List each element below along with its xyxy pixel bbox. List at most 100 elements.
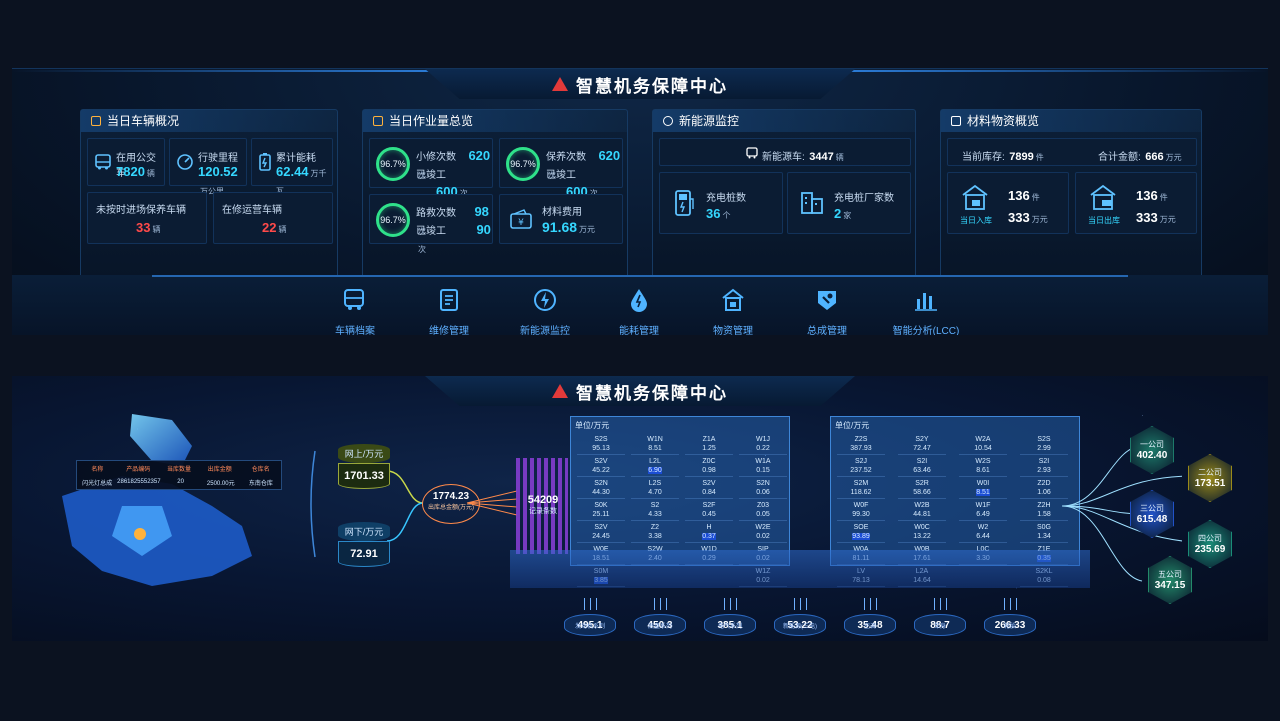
map-location-marker-icon[interactable] (134, 528, 146, 540)
energy-use-unit: 万千瓦 (276, 169, 327, 196)
map-region-north[interactable] (130, 414, 192, 466)
category-code: W1D (701, 546, 717, 553)
header-title-bar-2: 智慧机务保障中心 (425, 376, 855, 406)
online-amount-cylinder[interactable]: 网上/万元 1701.33 (338, 444, 390, 489)
energy-use-tile[interactable]: 累计能耗 62.44万千瓦 (251, 138, 333, 196)
category-code: Z2 (650, 524, 660, 531)
category-value: 1.58 (1037, 511, 1051, 518)
minor-repair-tile[interactable]: 96.7% 小修次数 620次 已竣工 600次 (369, 138, 493, 199)
road-rescue-tile[interactable]: 96.7% 路救次数 98次 已竣工 90次 (369, 194, 493, 254)
map-table-header: 当库数量 (166, 466, 191, 473)
platform-base (510, 550, 1090, 588)
up-arrow-icon (654, 598, 655, 610)
category-code: W2 (977, 524, 989, 531)
offline-amount-cylinder[interactable]: 网下/万元 72.91 (338, 522, 390, 567)
map-table-header-row: 名称 产品编码 当库数量 出库金额 仓库名 (77, 461, 281, 475)
nav-item-new-energy[interactable]: 新能源监控 (510, 287, 580, 335)
nav-item-energy-management[interactable]: 能耗管理 (604, 287, 674, 335)
mileage-tile[interactable]: 行驶里程 120.52万公里 (169, 138, 247, 196)
total-amount-value: 666 (1145, 151, 1164, 163)
district-map[interactable] (42, 406, 282, 596)
maintenance-tile[interactable]: 96.7% 保养次数 620次 已竣工 600次 (499, 138, 623, 199)
minor-repair-ring: 96.7% (376, 147, 410, 181)
company-value: 235.69 (1194, 544, 1226, 555)
map-table-row[interactable]: 闪光灯总成 2861825552357 20 2500.00元 东南仓库 (77, 475, 281, 489)
nav-item-repair-management[interactable]: 维修管理 (414, 287, 484, 337)
road-rescue-unit: 次 (418, 227, 426, 236)
up-arrow-icon (736, 598, 737, 610)
nav-item-lcc-analysis[interactable]: 智能分析(LCC) (886, 287, 966, 335)
nav-item-label: 维修管理 (429, 326, 469, 337)
nav-item-vehicle-archive[interactable]: 车辆档案 (320, 287, 390, 335)
nav-item-materials[interactable]: 物资管理 (698, 287, 768, 335)
total-amount-node[interactable]: 1774.23 出库总金额(万元) (422, 484, 480, 524)
category-code: H (706, 524, 712, 531)
inbound-amount-unit: 万元 (1031, 215, 1048, 224)
nav-item-assembly[interactable]: 总成管理 (792, 287, 862, 335)
